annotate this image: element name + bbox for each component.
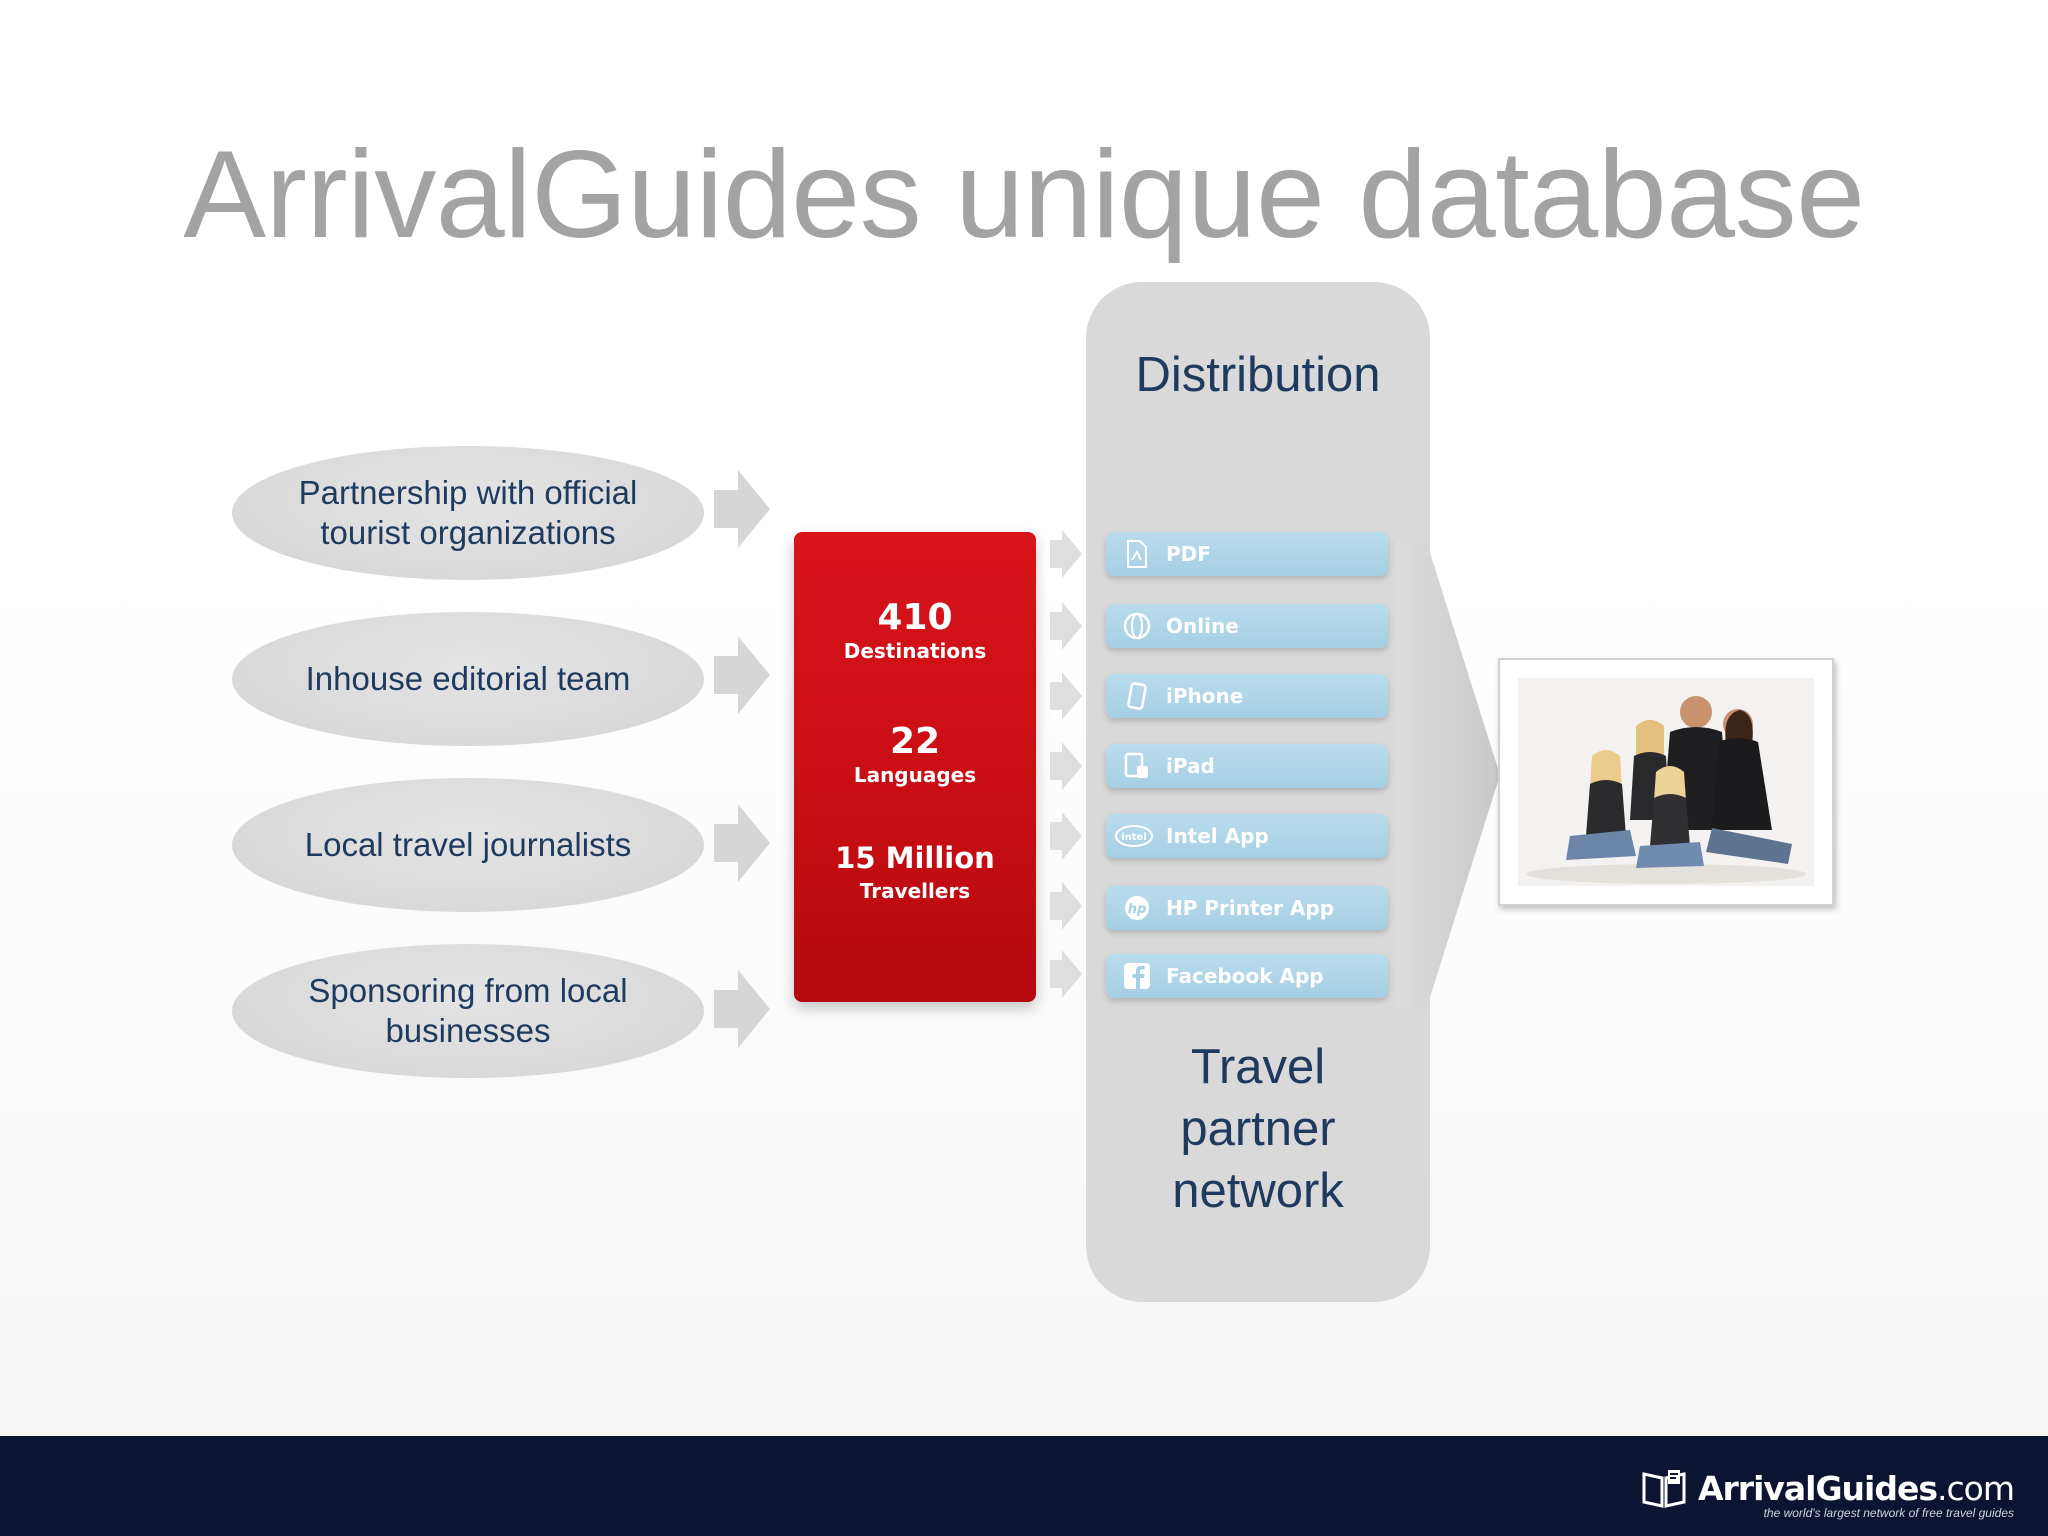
- travel-partner-network-label: Travel partner network: [1086, 1036, 1430, 1222]
- source-label: Partnership with official tourist organi…: [298, 474, 638, 551]
- partner-line: partner: [1180, 1102, 1336, 1156]
- source-label: Sponsoring from local businesses: [308, 972, 628, 1049]
- slide-title: ArrivalGuides unique database: [183, 126, 1865, 264]
- channel-online: Online: [1106, 604, 1388, 648]
- ipad-icon: [1122, 751, 1152, 781]
- channel-label: iPhone: [1166, 684, 1244, 708]
- arrow-right-icon: [714, 970, 770, 1048]
- source-label: Inhouse editorial team: [305, 660, 631, 697]
- arrow-right-icon: [714, 470, 770, 548]
- iphone-icon: [1122, 681, 1152, 711]
- source-editorial-team: Inhouse editorial team: [232, 612, 704, 746]
- logo-suffix: .com: [1937, 1468, 2015, 1508]
- stat-travellers: 15 Million Travellers: [794, 838, 1036, 904]
- logo-name: ArrivalGuides: [1697, 1468, 1938, 1508]
- partner-line: Travel: [1190, 1040, 1326, 1094]
- distribution-title: Distribution: [1135, 348, 1381, 402]
- arrow-right-icon: [714, 804, 770, 882]
- family-photo-illustration: [1518, 678, 1814, 886]
- channel-label: HP Printer App: [1166, 896, 1335, 920]
- hp-icon: hp: [1122, 893, 1152, 923]
- funnel-arrow: [1396, 540, 1500, 1010]
- book-icon: [1642, 1470, 1686, 1508]
- globe-icon: [1122, 611, 1152, 641]
- partner-line: network: [1172, 1164, 1344, 1218]
- stat-number: 15 Million: [835, 841, 995, 875]
- channel-pdf: PDF: [1106, 532, 1388, 576]
- stat-number: 22: [889, 721, 941, 762]
- channel-iphone: iPhone: [1106, 674, 1388, 718]
- stat-languages: 22 Languages: [794, 722, 1036, 788]
- logo-wordmark: ArrivalGuides.com: [1697, 1468, 2015, 1508]
- svg-text:hp: hp: [1128, 902, 1147, 917]
- channel-label: iPad: [1166, 754, 1215, 778]
- channel-label: Facebook App: [1166, 964, 1324, 988]
- svg-text:intel: intel: [1121, 832, 1147, 843]
- facebook-icon: [1122, 961, 1152, 991]
- stat-number: 410: [877, 597, 953, 638]
- database-box: 410 Destinations 22 Languages 15 Million…: [794, 532, 1036, 1002]
- footer-bar: ArrivalGuides.com the world's largest ne…: [0, 1436, 2048, 1536]
- channel-intel-app: intel Intel App: [1106, 814, 1388, 858]
- stat-label: Destinations: [843, 639, 987, 663]
- source-travel-journalists: Local travel journalists: [232, 778, 704, 912]
- logo-tagline: the world's largest network of free trav…: [1763, 1506, 2014, 1520]
- channel-facebook-app: Facebook App: [1106, 954, 1388, 998]
- channel-label: PDF: [1166, 542, 1211, 566]
- stat-destinations: 410 Destinations: [794, 598, 1036, 664]
- source-local-sponsoring: Sponsoring from local businesses: [232, 944, 704, 1078]
- channel-label: Online: [1166, 614, 1239, 638]
- stat-label: Travellers: [859, 879, 971, 903]
- pdf-icon: [1122, 539, 1152, 569]
- stat-label: Languages: [853, 763, 977, 787]
- source-label: Local travel journalists: [304, 826, 632, 863]
- channel-hp-printer-app: hp HP Printer App: [1106, 886, 1388, 930]
- intel-icon: intel: [1114, 821, 1154, 851]
- channel-ipad: iPad: [1106, 744, 1388, 788]
- arrow-right-icon: [714, 636, 770, 714]
- arrivalguides-logo: ArrivalGuides.com the world's largest ne…: [1640, 1456, 2015, 1520]
- source-tourist-organizations: Partnership with official tourist organi…: [232, 446, 704, 580]
- channel-connector-arrows: [1050, 530, 1082, 998]
- distribution-panel: [1086, 282, 1430, 1302]
- channel-label: Intel App: [1166, 824, 1269, 848]
- family-photo: [1498, 658, 1834, 906]
